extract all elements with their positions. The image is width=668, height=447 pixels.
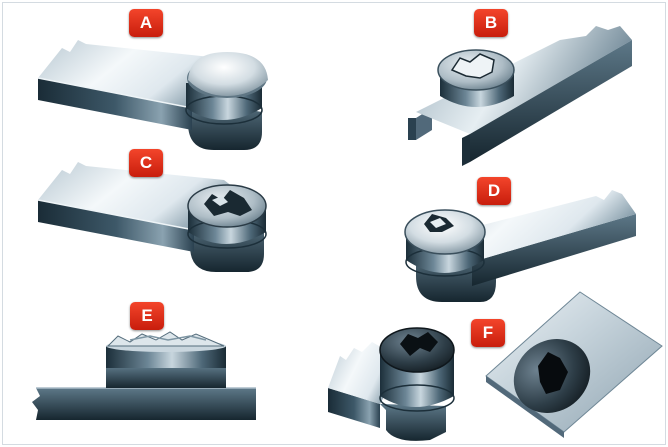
panel-d-label: D	[477, 177, 511, 205]
panel-c-label: C	[129, 149, 163, 177]
panel-a-drawing	[38, 40, 268, 150]
panel-b-label: B	[474, 9, 508, 37]
panel-e-drawing	[32, 332, 256, 420]
panel-d-drawing	[405, 190, 636, 302]
panel-c-drawing	[38, 162, 266, 272]
panel-e-label: E	[130, 302, 164, 330]
panel-f-drawing	[328, 292, 662, 441]
panel-a-label: A	[129, 9, 163, 37]
panel-f-label: F	[471, 319, 505, 347]
panel-b-drawing	[408, 26, 632, 166]
